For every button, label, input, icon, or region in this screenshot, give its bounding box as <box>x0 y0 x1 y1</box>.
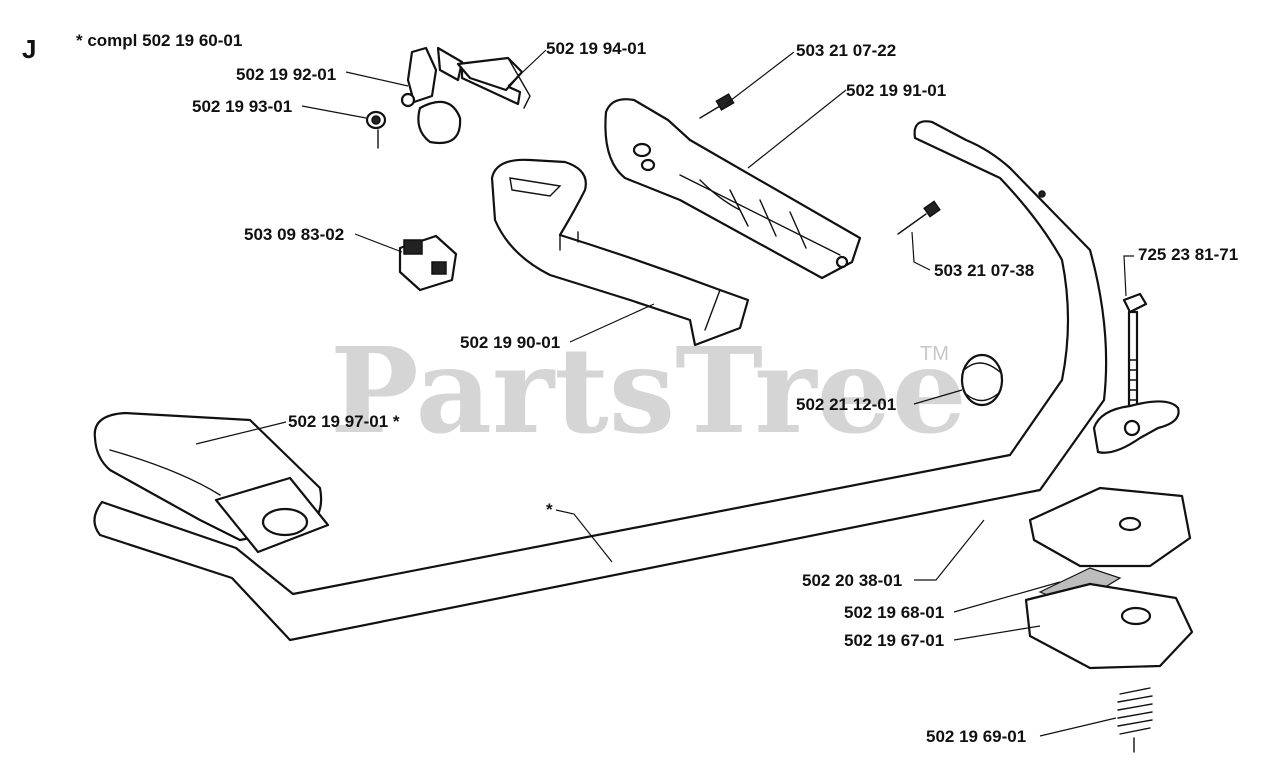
label-502-19-92-01: 502 19 92-01 <box>236 65 336 84</box>
label-502-19-67-01: 502 19 67-01 <box>844 631 944 650</box>
watermark-tm: TM <box>920 343 949 365</box>
watermark: PartsTree <box>330 321 967 460</box>
label-503-09-83-02: 503 09 83-02 <box>244 225 344 244</box>
label-503-21-07-22: 503 21 07-22 <box>796 41 896 60</box>
label-502-19-93-01: 502 19 93-01 <box>192 97 292 116</box>
label-502-19-97-01: 502 19 97-01 * <box>288 412 400 431</box>
handle-housing <box>490 158 750 347</box>
label-502-19-69-01: 502 19 69-01 <box>926 727 1026 746</box>
grip-sleeve <box>93 411 330 554</box>
wing-knob <box>1092 400 1180 454</box>
label-502-19-68-01: 502 19 68-01 <box>844 603 944 622</box>
handle-cover <box>604 98 862 280</box>
label-kit-star: * <box>546 500 553 519</box>
screw-top <box>699 93 735 119</box>
spring-washer <box>365 110 387 149</box>
label-502-19-91-01: 502 19 91-01 <box>846 81 946 100</box>
label-502-19-94-01: 502 19 94-01 <box>546 39 646 58</box>
label-502-20-38-01: 502 20 38-01 <box>802 571 902 590</box>
clamp-bolt <box>1122 292 1148 409</box>
section-letter: J <box>22 34 36 64</box>
kit-note: * compl 502 19 60-01 <box>76 31 242 50</box>
throttle-lever <box>456 56 531 109</box>
handlebar-tube <box>93 120 1108 642</box>
clamp-upper <box>1028 486 1192 568</box>
spring <box>1117 687 1153 753</box>
label-725-23-81-71: 725 23 81-71 <box>1138 245 1238 264</box>
label-502-21-12-01: 502 21 12-01 <box>796 395 896 414</box>
stop-switch <box>398 234 458 292</box>
label-502-19-90-01: 502 19 90-01 <box>460 333 560 352</box>
label-503-21-07-38: 503 21 07-38 <box>934 261 1034 280</box>
clamp-lower <box>1024 582 1194 670</box>
screw-side <box>897 200 941 235</box>
clamp-ring <box>960 353 1004 407</box>
